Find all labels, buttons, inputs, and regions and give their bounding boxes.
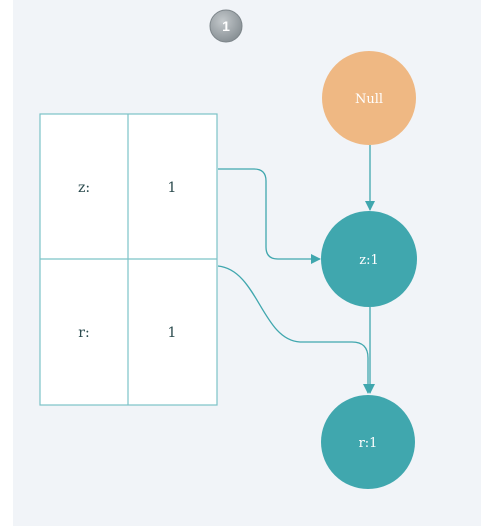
table-cell-key-r: r: xyxy=(78,325,89,341)
hash-table: z: 1 r: 1 xyxy=(39,113,218,406)
node-null: Null xyxy=(322,51,416,145)
node-z: z:1 xyxy=(321,211,417,307)
step-number: 1 xyxy=(222,18,230,34)
node-null-label: Null xyxy=(355,92,383,107)
table-cell-value-z: 1 xyxy=(168,180,177,196)
node-z-label: z:1 xyxy=(359,253,379,268)
edge-table-z-to-node-z xyxy=(218,168,321,264)
table-cell-value-r: 1 xyxy=(168,325,177,341)
node-r-label: r:1 xyxy=(359,436,378,451)
node-null-circle xyxy=(322,51,416,145)
node-r: r:1 xyxy=(321,395,415,489)
step-badge: 1 xyxy=(209,9,243,43)
node-z-circle xyxy=(321,211,417,307)
edge-table-r-to-node-r xyxy=(217,265,373,394)
node-r-circle xyxy=(321,395,415,489)
table-cell-key-z: z: xyxy=(78,180,90,196)
edges xyxy=(217,145,375,394)
